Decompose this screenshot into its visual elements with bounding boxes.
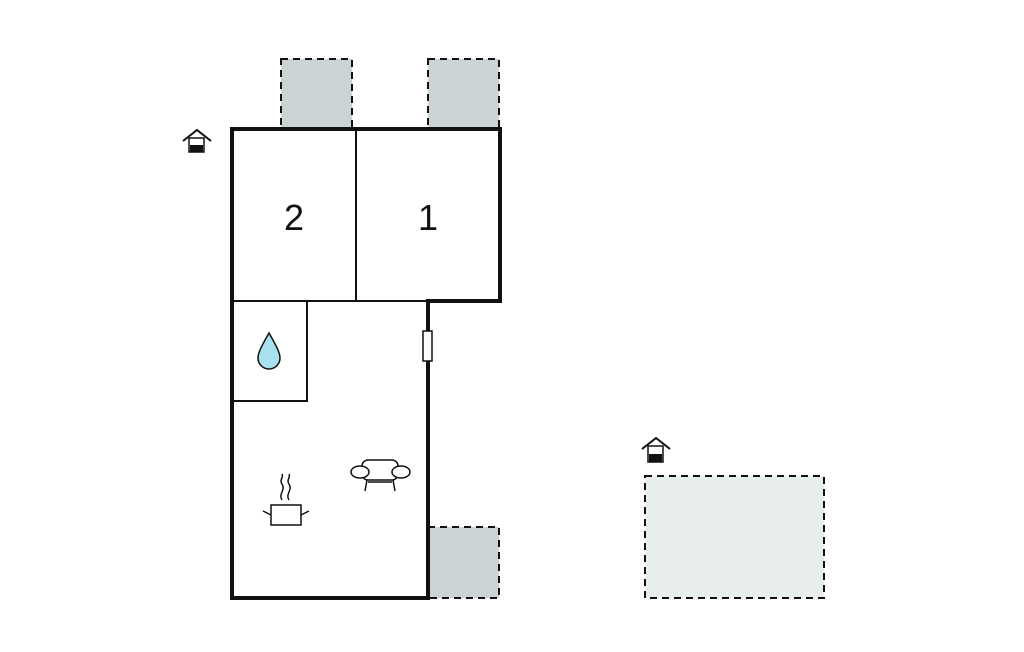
annex-area — [644, 475, 825, 599]
window-right — [422, 330, 433, 362]
room-label-bedroom-1: 1 — [418, 197, 438, 238]
house-entrance-icon — [182, 128, 212, 153]
terrace-top-right — [427, 58, 500, 130]
house-entrance-icon — [641, 436, 671, 463]
sofa-icon — [350, 459, 411, 492]
bathroom-walls — [232, 301, 308, 402]
terrace-bottom-right — [427, 526, 500, 599]
room-label-bedroom-2: 2 — [284, 197, 304, 238]
water-drop-icon — [257, 331, 281, 370]
terrace-top-left — [280, 58, 353, 130]
cooking-pot-icon — [262, 473, 310, 526]
